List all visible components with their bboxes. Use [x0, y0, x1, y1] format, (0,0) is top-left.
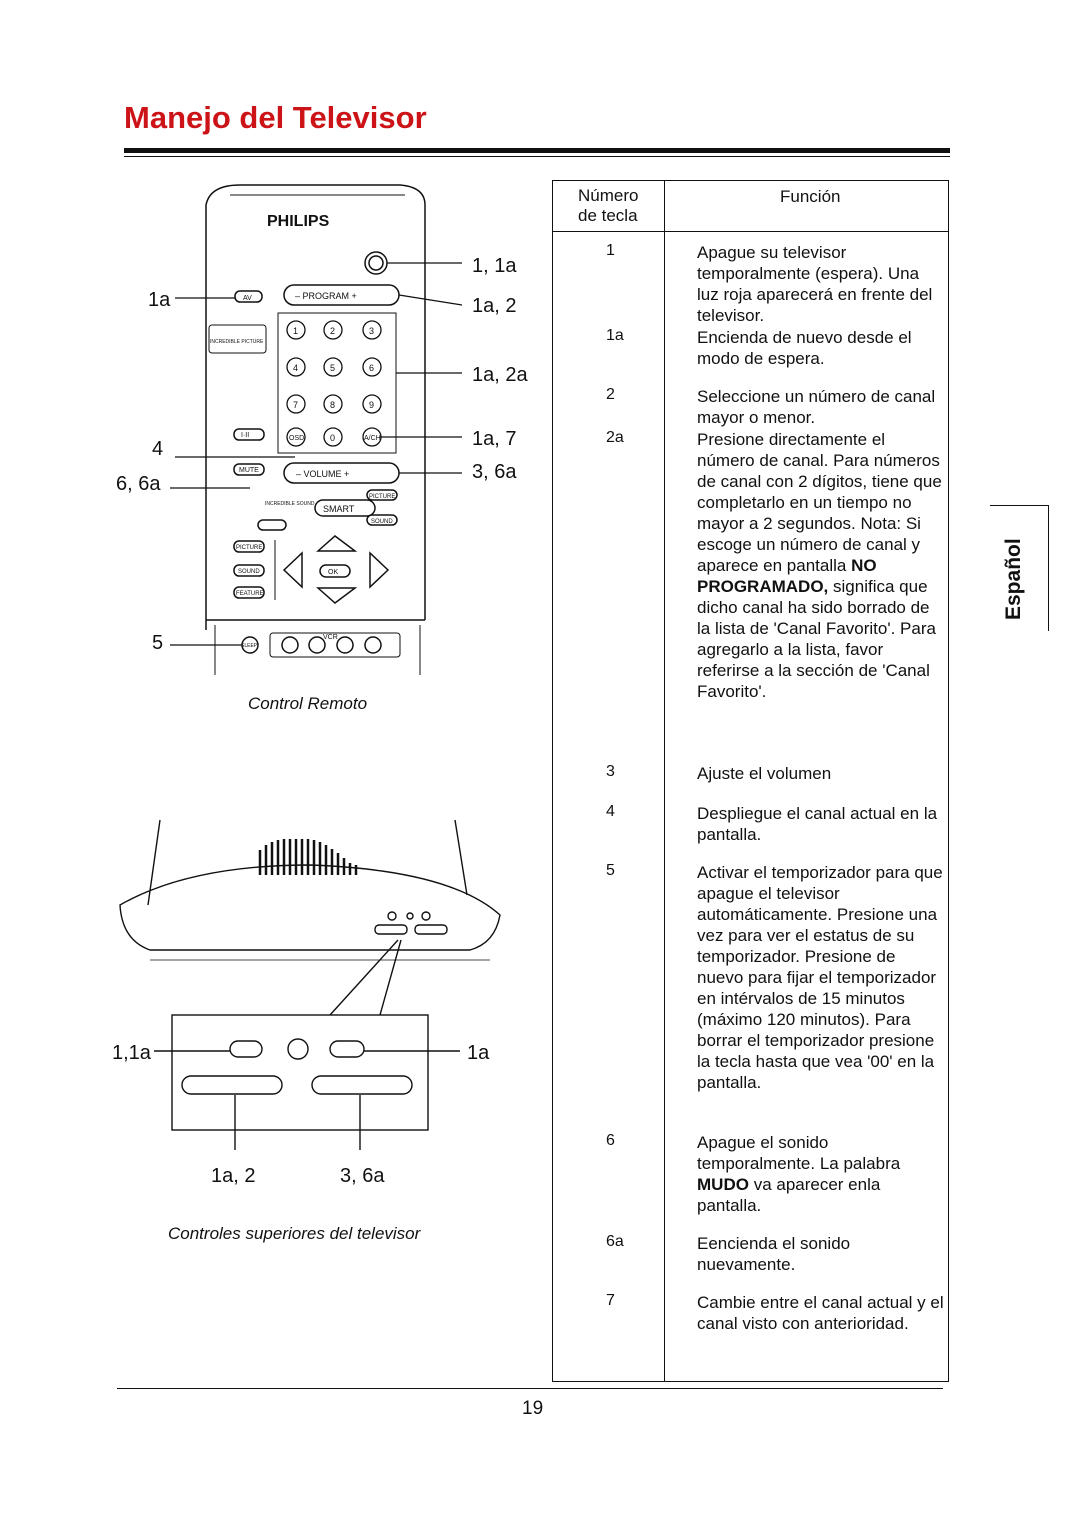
row-key: 2a — [606, 429, 624, 446]
digit-labels: 1 2 3 4 5 6 7 8 9 0 — [293, 326, 374, 443]
tv-callout-program: 1a, 2 — [211, 1165, 255, 1187]
volume-key-label: – VOLUME + — [296, 469, 349, 479]
figures: PHILIPS AV INCREDIBLE PICTURE – PROGRAM … — [112, 184, 528, 1187]
ok-key-label: OK — [328, 569, 338, 576]
row-text: Apague su televisor temporalmente (esper… — [697, 243, 933, 325]
title-rule-thin — [124, 156, 950, 157]
callout-digits: 1a, 2a — [472, 364, 528, 386]
digit-keys — [286, 320, 382, 447]
row-key: 1 — [606, 242, 615, 259]
row-text: Encienda de nuevo desde el modo de esper… — [697, 328, 912, 368]
row-text: Cambie entre el canal actual y el canal … — [697, 1293, 944, 1333]
callout-mute: 6, 6a — [116, 473, 161, 495]
row-key: 4 — [606, 803, 615, 820]
row-text-bold: NO PROGRAMADO, — [697, 556, 877, 596]
i-ii-key-label: I·II — [241, 432, 249, 439]
tv-callout-volume: 3, 6a — [340, 1165, 385, 1187]
language-tab — [990, 505, 1049, 631]
page-number: 19 — [522, 1398, 544, 1419]
mute-key-label: MUTE — [239, 467, 259, 474]
callout-sleep: 5 — [152, 632, 163, 654]
picture-key-label: PICTURE — [369, 494, 395, 500]
digit-label: 7 — [293, 400, 298, 410]
function-table — [552, 180, 949, 1382]
row-key: 6a — [606, 1233, 624, 1250]
av-key-label: AV — [243, 295, 252, 302]
callout-av: 1a — [148, 289, 171, 311]
footer-rule — [117, 1388, 943, 1389]
table-header-function: Función — [780, 187, 841, 206]
digit-label: 4 — [293, 363, 298, 373]
sound-key-label-lower: SOUND — [238, 569, 260, 575]
page-title: Manejo del Televisor — [124, 100, 427, 135]
incredible-picture-key-label: INCREDIBLE PICTURE — [210, 339, 264, 345]
row-text: Despliegue el canal actual en la pantall… — [697, 804, 938, 844]
incredible-sound-key-label: INCREDIBLE SOUND — [265, 501, 315, 507]
tv-callout-av: 1a — [467, 1042, 490, 1064]
remote-control-illustration — [205, 184, 426, 675]
callout-program: 1a, 2 — [472, 295, 516, 317]
digit-label: 6 — [369, 363, 374, 373]
table-header-divider — [552, 231, 949, 232]
table-column-divider — [664, 180, 665, 1382]
callout-osd: 4 — [152, 438, 163, 460]
row-text: Seleccione un número de canal mayor o me… — [697, 387, 936, 427]
row-key: 3 — [606, 763, 615, 780]
row-text: Ajuste el volumen — [697, 764, 832, 783]
digit-label: 8 — [330, 400, 335, 410]
callout-ach: 1a, 7 — [472, 428, 516, 450]
callout-power: 1, 1a — [472, 255, 517, 277]
osd-key-label: OSD — [289, 435, 304, 442]
row-text-part: Apague el sonido temporalmente. La palab… — [697, 1133, 901, 1173]
row-text-part: significa que dicho canal ha sido borrad… — [697, 577, 936, 701]
program-key-label: – PROGRAM + — [295, 291, 357, 301]
row-key: 2 — [606, 386, 615, 403]
row-key: 6 — [606, 1132, 615, 1149]
row-key: 1a — [606, 327, 624, 344]
digit-label: 5 — [330, 363, 335, 373]
feature-key-label: FEATURE — [236, 591, 264, 597]
row-text: Activar el temporizador para que apague … — [697, 863, 943, 1092]
ach-key-label: A/CH — [364, 435, 381, 442]
vcr-label: VCR — [323, 634, 338, 641]
digit-label: 3 — [369, 326, 374, 336]
title-rule — [124, 148, 950, 153]
row-text-part: va aparecer enla pantalla. — [697, 1175, 881, 1215]
digit-label: 0 — [330, 433, 335, 443]
smart-key-label: SMART — [323, 504, 355, 514]
tv-illustration — [119, 819, 501, 1150]
table-header-key: Número de tecla — [578, 186, 639, 225]
row-text: Presione directamente el número de canal… — [697, 429, 945, 702]
picture-key-label-lower: PICTURE — [236, 545, 262, 551]
digit-label: 2 — [330, 326, 335, 336]
tv-caption: Controles superiores del televisor — [168, 1224, 421, 1243]
callout-volume: 3, 6a — [472, 461, 517, 483]
digit-label: 1 — [293, 326, 298, 336]
digit-label: 9 — [369, 400, 374, 410]
row-text: Apague el sonido temporalmente. La palab… — [697, 1132, 945, 1216]
remote-caption: Control Remoto — [248, 694, 368, 713]
tv-callout-power: 1,1a — [112, 1042, 152, 1064]
row-key: 7 — [606, 1292, 615, 1309]
row-text-bold: MUDO — [697, 1175, 749, 1194]
row-key: 5 — [606, 862, 615, 879]
row-text-part: Presione directamente el número de canal… — [697, 430, 942, 575]
language-tab-label: Español — [1002, 538, 1025, 620]
sleep-key-label: SLEEP — [241, 643, 258, 649]
sound-key-label: SOUND — [371, 519, 393, 525]
remote-callout-lines — [170, 262, 463, 646]
row-text: Eencienda el sonido nuevamente. — [697, 1234, 851, 1274]
remote-brand: PHILIPS — [267, 213, 330, 230]
